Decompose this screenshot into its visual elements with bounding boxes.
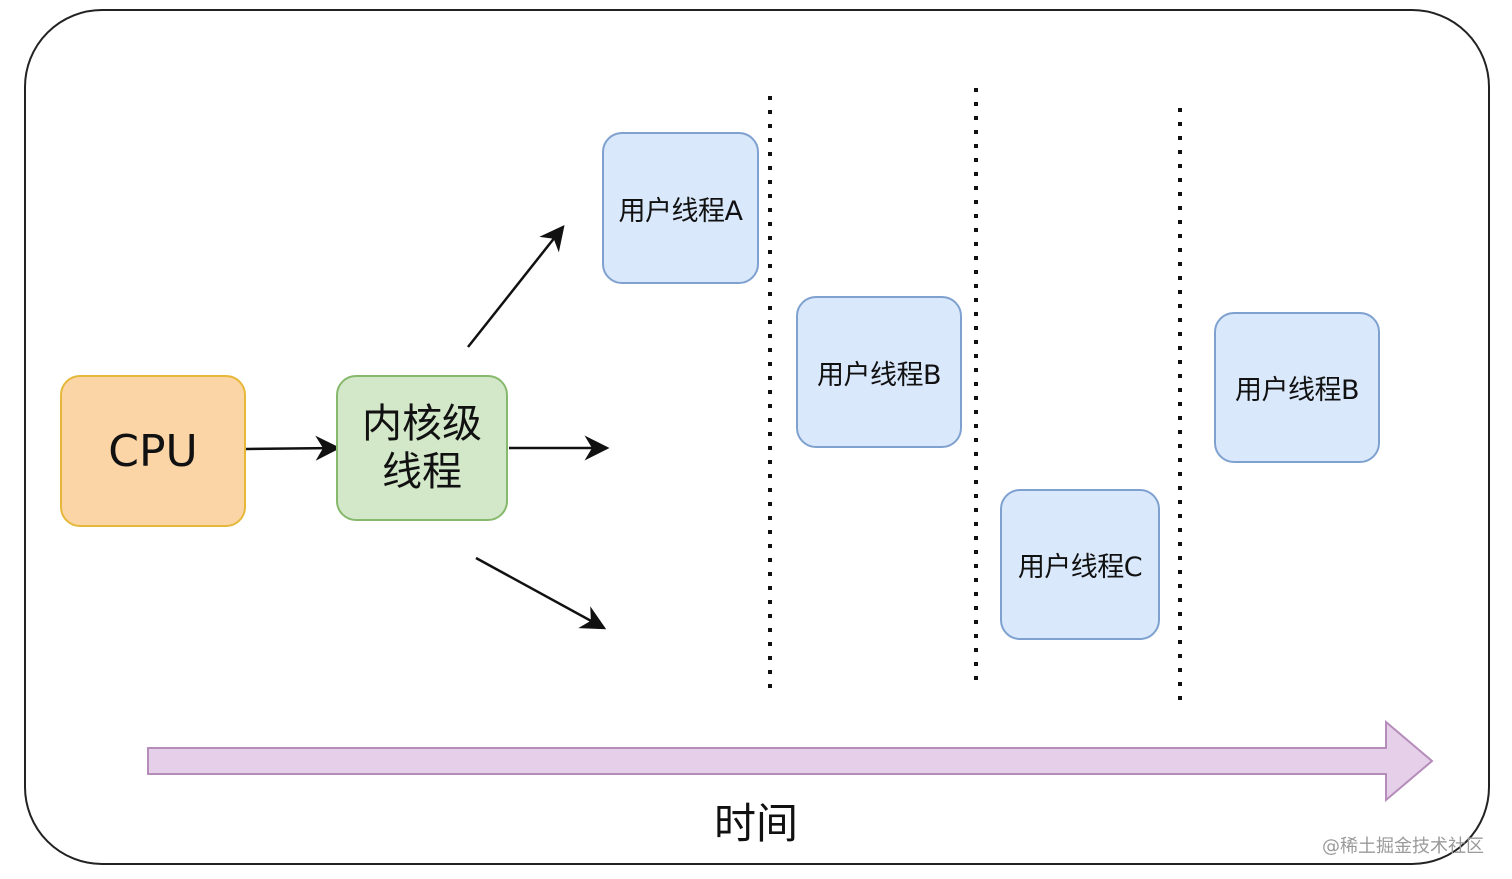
time-axis-arrow xyxy=(147,719,1434,803)
cpu-label: CPU xyxy=(108,425,198,477)
user-thread-b-box-2: 用户线程B xyxy=(1214,312,1380,463)
user-thread-c-label: 用户线程C xyxy=(1017,552,1143,583)
watermark: @稀土掘金技术社区 xyxy=(1322,836,1484,857)
cpu-box: CPU xyxy=(60,375,246,527)
arrow-cpu-to-kernel xyxy=(245,435,341,461)
user-thread-b-box-1: 用户线程B xyxy=(796,296,962,448)
user-thread-b-label-2: 用户线程B xyxy=(1234,375,1360,406)
user-thread-b-label-1: 用户线程B xyxy=(816,359,942,391)
arrow-kernel-down xyxy=(475,556,607,630)
arrow-kernel-up xyxy=(467,225,565,348)
user-thread-c-box: 用户线程C xyxy=(1000,489,1160,640)
kernel-thread-box: 内核级线程 xyxy=(336,375,508,521)
user-thread-a-box: 用户线程A xyxy=(602,132,759,284)
time-label: 时间 xyxy=(713,799,798,848)
user-thread-a-label: 用户线程A xyxy=(618,195,743,227)
kernel-thread-label: 内核级线程 xyxy=(362,401,482,495)
